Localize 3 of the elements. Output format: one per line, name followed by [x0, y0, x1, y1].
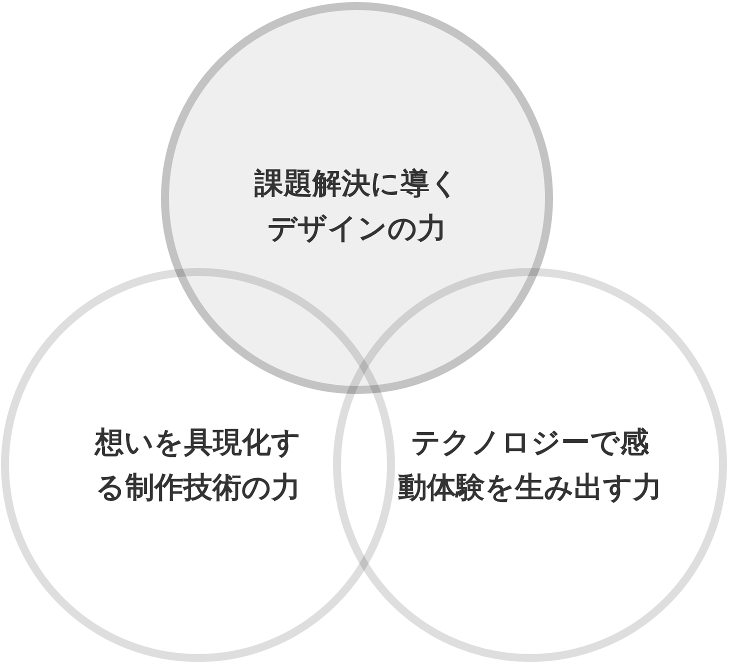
circle-label: 課題解決に導くデザインの力 — [253, 164, 460, 247]
circle-label: テクノロジーで感動体験を生み出す力 — [397, 424, 663, 506]
circle-label: 想いを具現化する制作技術の力 — [93, 424, 302, 506]
